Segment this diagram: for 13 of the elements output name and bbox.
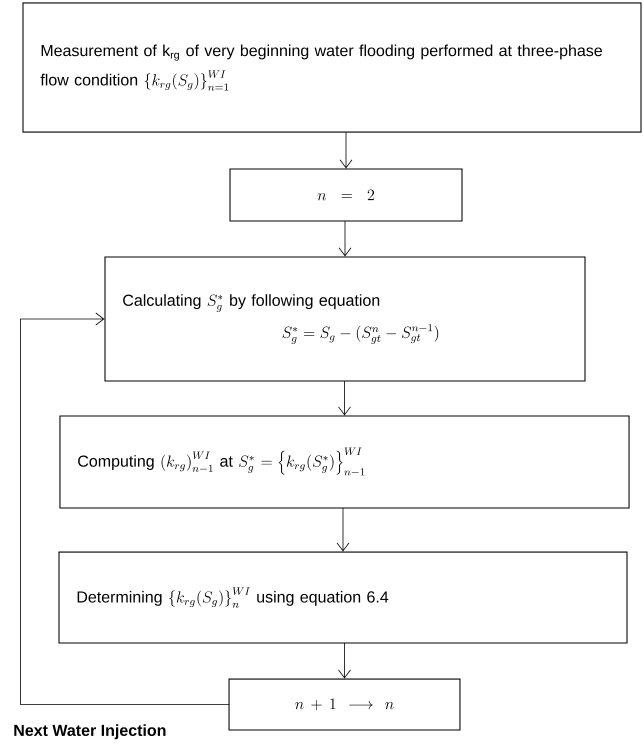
- arrow: [338, 643, 351, 678]
- arrow: [336, 508, 350, 552]
- note-text: Next Water Injection: [14, 724, 166, 740]
- process-box: Measurement of k$_{rg}$ of very beginning water flooding performed at three-phase flow condition $\left\{k_{rg}(S_g)\right\}_{n=1}^{WI}$: [22, 2, 642, 133]
- arrow: [338, 381, 351, 416]
- arrow: [338, 221, 352, 256]
- process-box: Calculating $S_g^*$ by following equation $S_g^* = S_g - (S_{gt}^n - S_{gt}^{n-1})$: [104, 256, 586, 382]
- process-box: $n = 2$: [229, 168, 463, 222]
- arrow: [20, 312, 229, 705]
- arrow: [340, 132, 352, 168]
- process-box: Determining $\left\{k_{rg}(S_g)\right\}_n^{WI}$ using equation 6.4: [58, 552, 628, 644]
- process-box: Computing $\left(k_{rg}\right)_{n-1}^{WI}$ at $S_g^*$ $= \left\{k_{rg}(S_g^*)\right\}_{n-1}^{WI}$: [59, 415, 630, 509]
- process-box: $n + 1 \longrightarrow n$: [228, 678, 460, 730]
